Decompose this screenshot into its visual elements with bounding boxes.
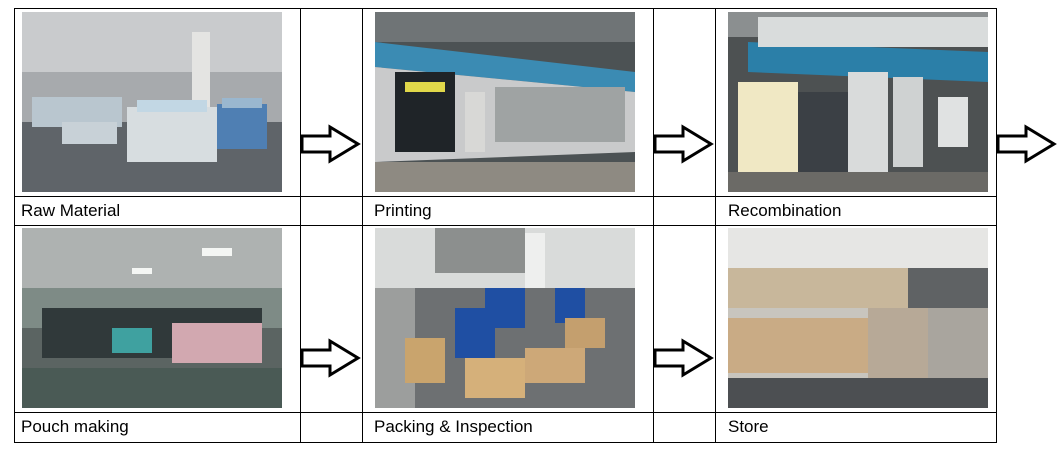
row2-label-divider [14,412,997,413]
step-label: Pouch making [21,417,129,436]
table-top-border [14,8,997,9]
col-divider-4 [715,8,716,443]
table-bottom-border [14,442,997,443]
step-label: Recombination [728,201,842,220]
step-label: Packing & Inspection [374,417,533,436]
step-label: Raw Material [21,201,121,220]
col-divider-2 [362,8,363,443]
table-left-border [14,8,15,443]
col-divider-3 [653,8,654,443]
col-divider-1 [300,8,301,443]
row1-label-divider [14,196,997,197]
right-arrow-icon [653,338,714,378]
recombination-photo [728,12,988,192]
store-photo [728,228,988,408]
right-arrow-icon [300,124,361,164]
right-arrow-icon [300,338,361,378]
table-right-border [996,8,997,443]
step-label: Printing [374,201,432,220]
right-arrow-icon [653,124,714,164]
right-arrow-icon [996,124,1057,164]
packing-inspection-photo [375,228,635,408]
raw-material-photo [22,12,282,192]
printing-photo [375,12,635,192]
pouch-making-photo [22,228,282,408]
step-label: Store [728,417,769,436]
row-divider [14,225,997,226]
